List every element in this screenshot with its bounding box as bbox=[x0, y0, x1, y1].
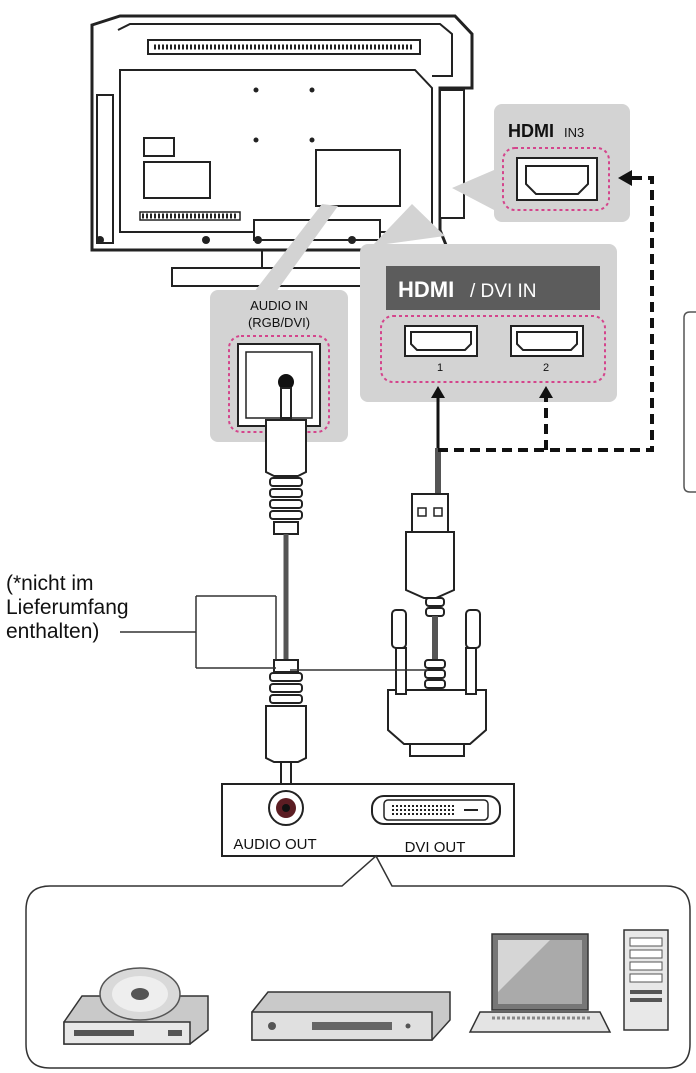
hdmi-to-dvi-cable bbox=[387, 386, 487, 757]
hdmi-logo: HDMI bbox=[398, 277, 454, 302]
laptop-icon bbox=[468, 933, 612, 1033]
set-top-box-icon bbox=[251, 991, 451, 1041]
hdmi-in3-highlight bbox=[502, 147, 610, 211]
tv-terminal-area bbox=[315, 149, 401, 207]
audio-jack-hole bbox=[278, 374, 294, 390]
tv-label-small bbox=[143, 137, 175, 157]
note-line-2: Lieferumfang bbox=[6, 596, 129, 619]
tv-label-large bbox=[143, 161, 211, 199]
dvi-out-label: DVI OUT bbox=[405, 839, 466, 856]
audio-in-callout: AUDIO IN (RGB/DVI) bbox=[210, 290, 348, 442]
dvi-screw-left bbox=[391, 609, 407, 649]
hdmi-dvi-pointer bbox=[372, 204, 445, 246]
hdmi-dvi-in-label: / DVI IN bbox=[470, 281, 537, 302]
hdmi-dvi-in-callout: HDMI / DVI IN 1 2 bbox=[360, 244, 617, 402]
hdmi-port-2-number: 2 bbox=[543, 362, 549, 374]
hdmi-in3-callout: HDMI IN3 bbox=[494, 104, 630, 222]
note-line-3: enthalten) bbox=[6, 620, 100, 643]
note-bracket bbox=[120, 595, 277, 669]
desktop-pc-icon bbox=[623, 929, 669, 1031]
hdmi-in3-label: IN3 bbox=[564, 125, 584, 140]
audio-out-label: AUDIO OUT bbox=[233, 836, 316, 853]
not-included-note: (*nicht im Lieferumfang enthalten) bbox=[6, 572, 206, 644]
hdmi-in3-pointer bbox=[452, 170, 494, 210]
dvi-plug bbox=[387, 689, 487, 745]
alternate-hdmi-routes bbox=[438, 170, 654, 452]
dvi-screw-right bbox=[465, 609, 481, 649]
hdmi-dvi-highlight bbox=[380, 315, 606, 383]
note-line-1: (*nicht im bbox=[6, 572, 94, 595]
source-output-panel: AUDIO OUT DVI OUT bbox=[221, 783, 515, 857]
dvd-player-icon bbox=[63, 967, 209, 1045]
hdmi-port-1-number: 1 bbox=[437, 362, 443, 374]
audio-in-sublabel: (RGB/DVI) bbox=[248, 315, 310, 330]
audio-in-label: AUDIO IN bbox=[250, 298, 308, 313]
audio-cable bbox=[265, 387, 307, 787]
audio-in-pointer bbox=[254, 204, 338, 292]
side-note-frame bbox=[683, 311, 696, 493]
hdmi-dvi-bar bbox=[386, 266, 600, 310]
hdmi-logo: HDMI bbox=[508, 121, 554, 141]
